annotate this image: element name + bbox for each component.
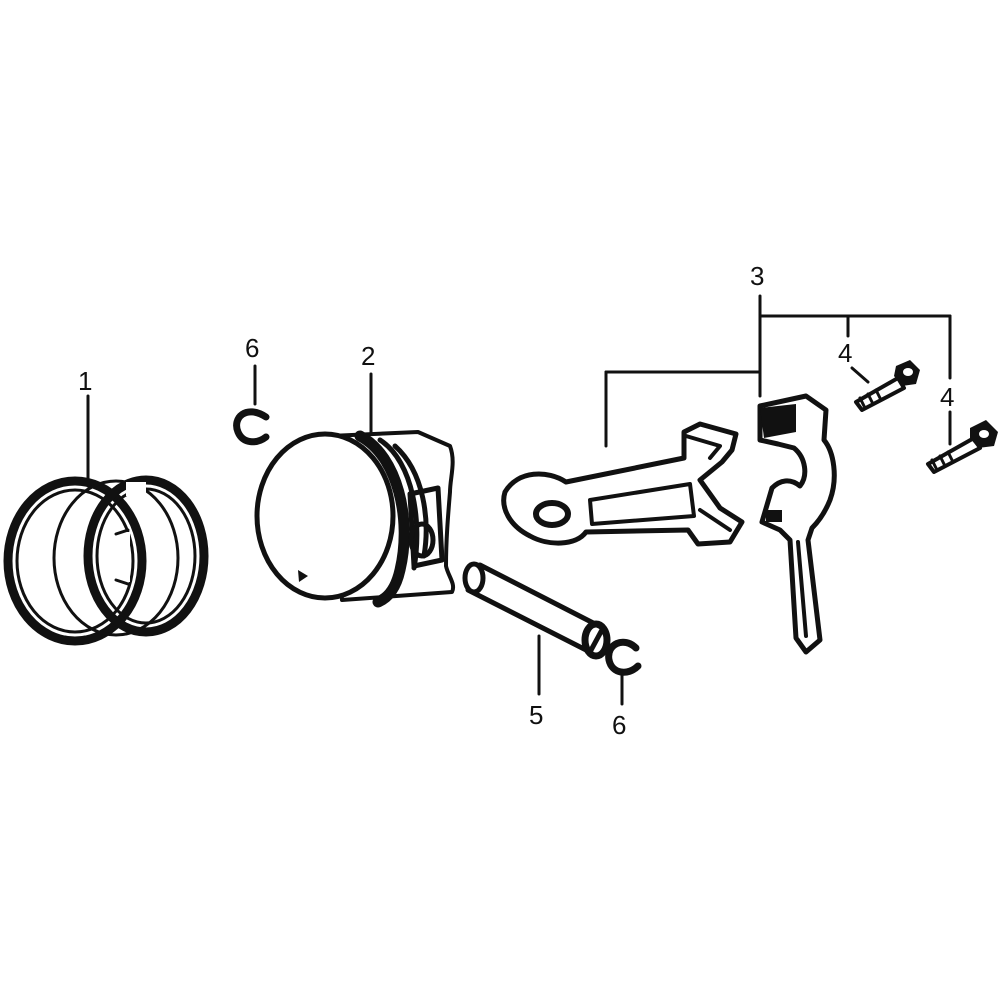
callout-1: 1 (78, 366, 92, 396)
bracket-3 (604, 294, 952, 448)
circlip-upper (233, 408, 270, 446)
callout-6-lower: 6 (612, 710, 626, 740)
piston-pin (462, 561, 611, 660)
rod-bolt-lower (926, 420, 998, 474)
circlip-lower (605, 638, 642, 676)
callout-4-lower: 4 (940, 382, 954, 412)
connecting-rod (501, 421, 745, 547)
callout-2: 2 (361, 341, 375, 371)
piston (254, 430, 456, 608)
piston-rings (3, 475, 209, 646)
callout-5: 5 (529, 700, 543, 730)
connecting-rod-cap (757, 393, 837, 655)
callout-3: 3 (750, 261, 764, 291)
callout-6-upper: 6 (245, 333, 259, 363)
leader-line-4-upper (850, 366, 870, 384)
callout-4-upper: 4 (838, 338, 852, 368)
rod-bolt-upper (854, 360, 920, 412)
